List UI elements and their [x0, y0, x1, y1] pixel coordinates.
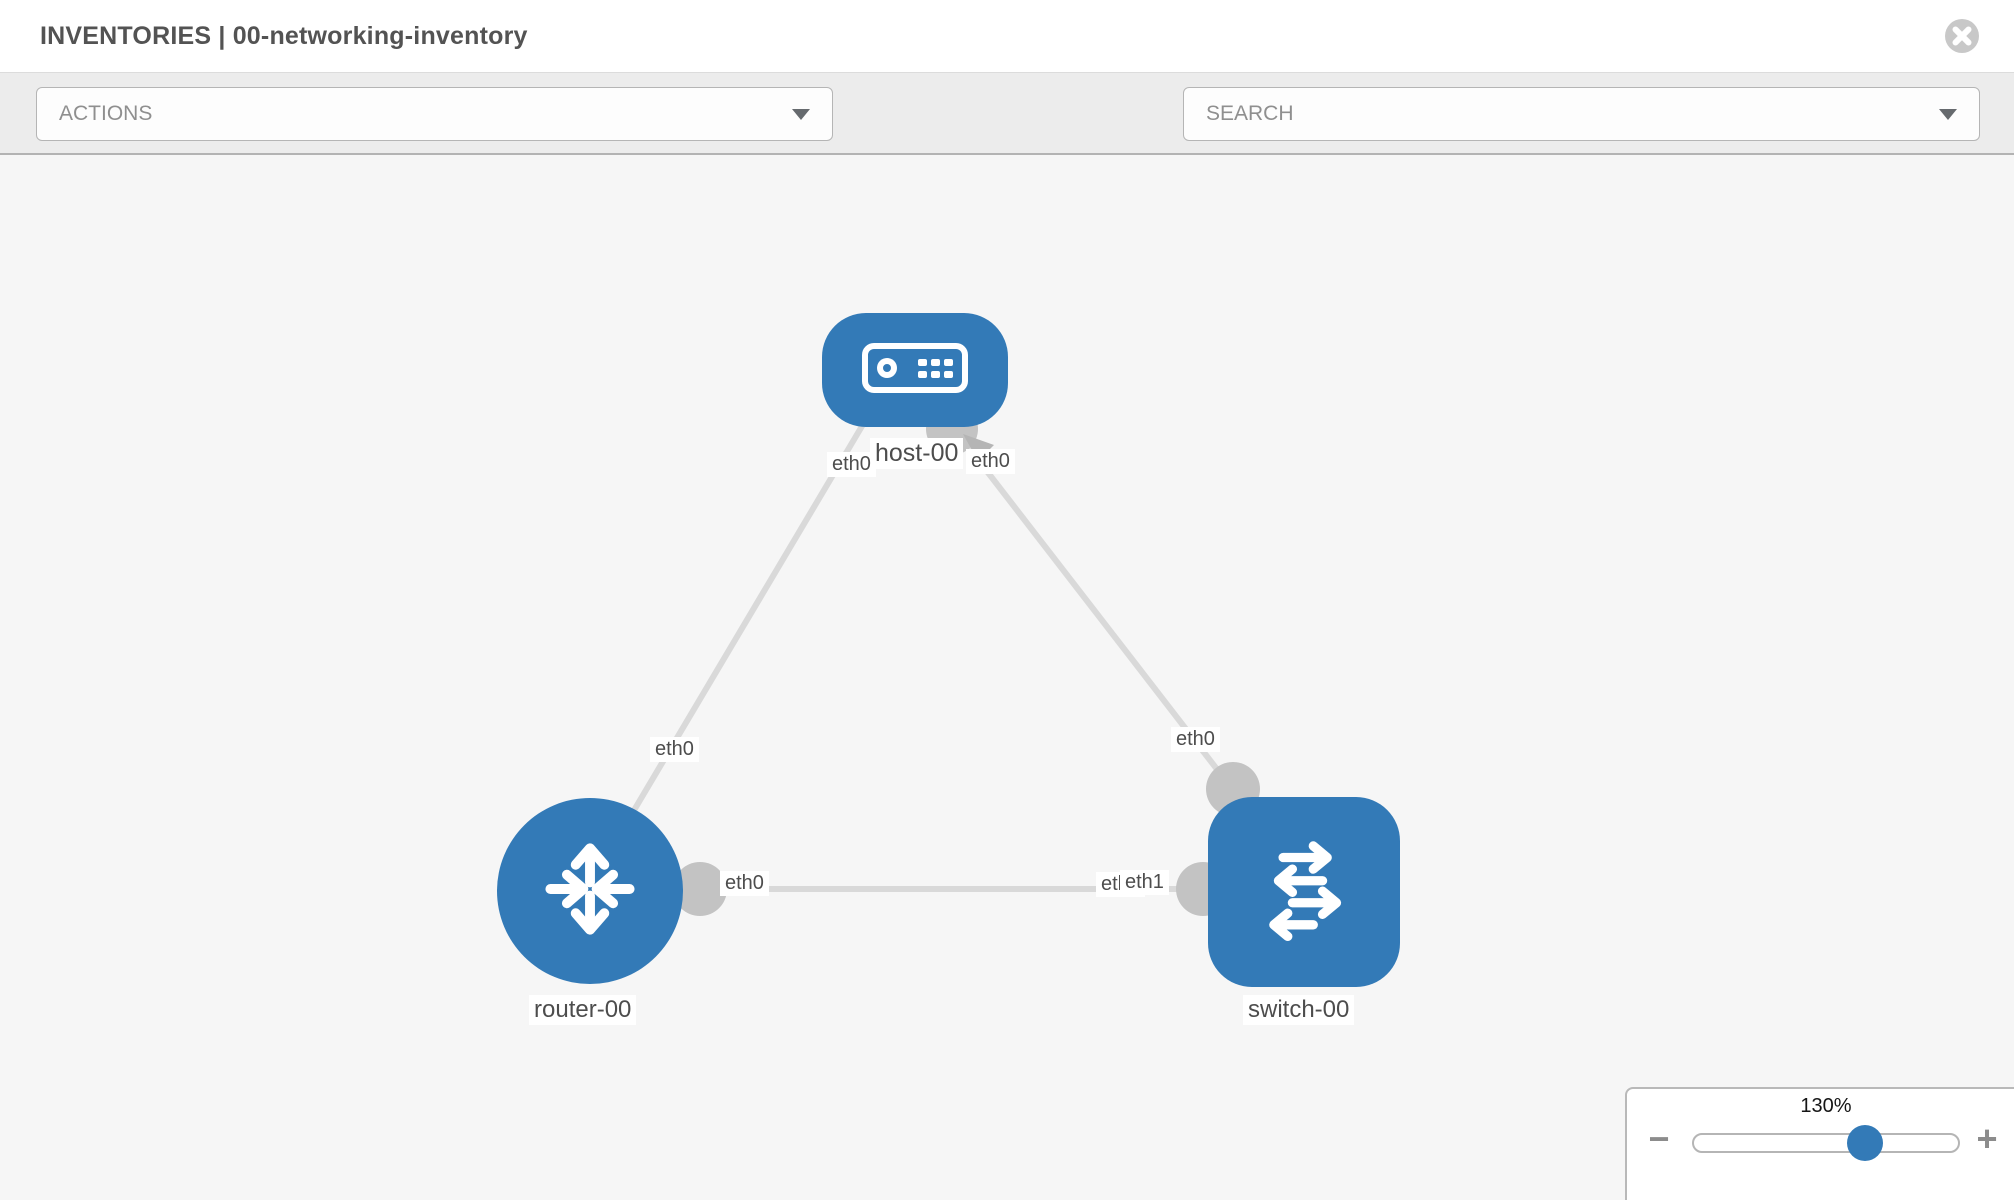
iface-label-router-eth0-to-switch: eth0: [720, 871, 769, 896]
close-button[interactable]: [1944, 18, 1980, 54]
search-dropdown-label: SEARCH: [1206, 102, 1294, 125]
chevron-down-icon: [1939, 108, 1957, 120]
port-router-right: [673, 862, 727, 916]
node-host-00[interactable]: [822, 313, 1008, 427]
zoom-out-button[interactable]: −: [1639, 1119, 1679, 1159]
link-arrowhead-icon: [963, 434, 994, 461]
zoom-panel: 130% − +: [1625, 1087, 2014, 1200]
actions-dropdown[interactable]: ACTIONS: [36, 87, 833, 141]
search-dropdown[interactable]: SEARCH: [1183, 87, 1980, 141]
close-icon: [1944, 19, 1980, 57]
host-icon: [862, 342, 968, 398]
header-bar: INVENTORIES | 00-networking-inventory: [0, 0, 2014, 72]
node-label-switch: switch-00: [1243, 995, 1355, 1025]
topology-canvas[interactable]: [0, 155, 2014, 1200]
toolbar: ACTIONS SEARCH: [0, 72, 2014, 206]
node-router-00[interactable]: [497, 798, 683, 984]
zoom-slider-handle[interactable]: [1847, 1125, 1883, 1161]
router-icon: [535, 834, 645, 949]
node-label-host: host-00: [870, 438, 964, 469]
iface-label-host-eth0-to-switch: eth0: [966, 449, 1015, 474]
page-title: INVENTORIES | 00-networking-inventory: [40, 22, 528, 50]
node-label-router: router-00: [529, 995, 637, 1025]
iface-label-host-eth0-to-router: eth0: [827, 452, 876, 477]
iface-label-router-eth0-to-host: eth0: [650, 737, 699, 762]
actions-dropdown-label: ACTIONS: [59, 102, 153, 125]
iface-label-switch-eth1-to-router: eth1: [1120, 870, 1169, 895]
zoom-slider-track[interactable]: [1692, 1133, 1960, 1153]
chevron-down-icon: [792, 108, 810, 120]
zoom-value-label: 130%: [1800, 1095, 1852, 1117]
switch-icon: [1246, 832, 1362, 953]
node-switch-00[interactable]: [1208, 797, 1400, 987]
zoom-in-button[interactable]: +: [1967, 1119, 2007, 1159]
iface-label-switch-eth0-to-host: eth0: [1171, 727, 1220, 752]
